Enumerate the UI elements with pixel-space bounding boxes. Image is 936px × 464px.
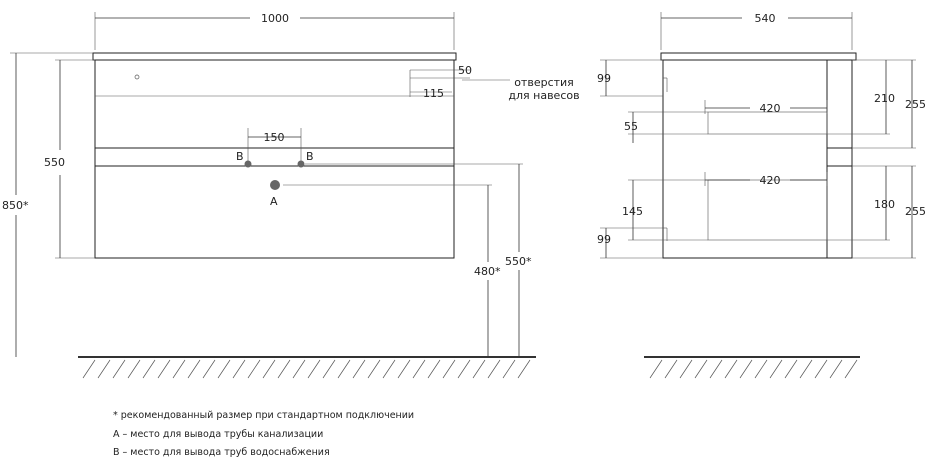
hole-offset-v-label: 50	[458, 64, 472, 77]
drain-pipe	[270, 180, 280, 190]
front-width-label: 1000	[261, 12, 289, 25]
upper-drawer-depth-label: 420	[760, 102, 781, 115]
pipe-b-right-label: B	[306, 150, 314, 163]
side-offset-145-label: 145	[622, 205, 643, 218]
side-floor-hatch	[649, 359, 858, 379]
front-countertop	[92, 52, 457, 61]
holes-label-line1: отверстия	[514, 76, 574, 89]
front-upper-drawer	[94, 59, 455, 149]
pipe-b-left-label: B	[236, 150, 244, 163]
legend-note-b: B – место для вывода труб водоснабжения	[113, 447, 330, 458]
front-floor-hatch	[82, 359, 531, 379]
front-lower-drawer	[94, 165, 455, 259]
legend-note-recommended: * рекомендованный размер при стандартном…	[113, 410, 415, 421]
pipe-a-label: A	[270, 195, 278, 208]
pipe-spacing-label: 150	[264, 131, 285, 144]
total-height-label: 850*	[2, 199, 29, 212]
front-drawer-gap	[94, 147, 455, 167]
body-height-label: 550	[44, 156, 65, 169]
side-offset-bottom-label: 99	[597, 233, 611, 246]
front-view: 1000 50 115 отверстия для навесов 150 B …	[2, 12, 580, 379]
hole-offset-h-label: 115	[423, 87, 444, 100]
side-depth-label: 540	[755, 12, 776, 25]
water-pipe-right	[297, 160, 305, 168]
hanger-hole-marker	[134, 74, 140, 80]
lower-drawer-depth-label: 420	[760, 174, 781, 187]
side-countertop	[660, 52, 857, 61]
height-550-label: 550*	[505, 255, 532, 268]
lower-drawer-box	[707, 179, 828, 241]
side-view: 540 420 420 99	[597, 12, 926, 379]
lower-drawer-inner-label: 180	[874, 198, 895, 211]
legend-note-a: A – место для вывода трубы канализации	[113, 429, 324, 440]
side-carcass	[662, 59, 828, 259]
holes-label-line2: для навесов	[508, 89, 579, 102]
height-480-label: 480*	[474, 265, 501, 278]
upper-drawer-inner-label: 210	[874, 92, 895, 105]
lower-drawer-height-label: 255	[905, 205, 926, 218]
drawer-gap-label: 55	[624, 120, 638, 133]
side-offset-top-label: 99	[597, 72, 611, 85]
water-pipe-left	[244, 160, 252, 168]
upper-drawer-box	[707, 111, 828, 135]
upper-drawer-height-label: 255	[905, 98, 926, 111]
